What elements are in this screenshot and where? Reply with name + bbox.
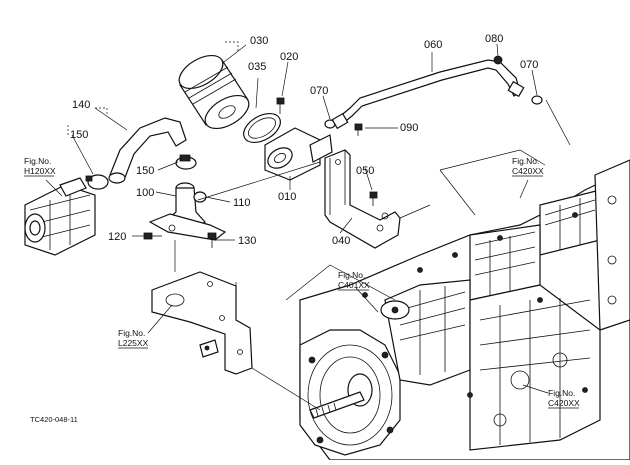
fig-ref-c420-bottom: Fig.No. C420XX xyxy=(548,388,580,409)
svg-text:C401XX: C401XX xyxy=(338,280,370,290)
svg-text:C420XX: C420XX xyxy=(512,166,544,176)
pipe-060 xyxy=(331,59,525,130)
leader-lines xyxy=(45,41,571,411)
svg-text:C420XX: C420XX xyxy=(548,398,580,408)
callout-010: 010 xyxy=(278,191,296,203)
svg-text:Fig.No.: Fig.No. xyxy=(338,270,365,280)
svg-text:H120XX: H120XX xyxy=(24,166,56,176)
svg-text:Fig.No.: Fig.No. xyxy=(512,156,539,166)
callout-labels: 030 035 020 070 060 080 070 090 050 010 … xyxy=(70,33,538,247)
callout-150-right: 150 xyxy=(136,165,154,177)
callout-130: 130 xyxy=(238,235,256,247)
transmission-housing xyxy=(299,159,630,461)
callout-120: 120 xyxy=(108,231,126,243)
bracket-040 xyxy=(324,149,401,249)
callout-035: 035 xyxy=(248,61,266,73)
callout-070-right: 070 xyxy=(520,59,538,71)
callout-020: 020 xyxy=(280,51,298,63)
filter-head xyxy=(264,127,333,181)
bolt-130 xyxy=(207,232,217,248)
banjo-bolt-080 xyxy=(493,55,503,65)
callout-050: 050 xyxy=(356,165,374,177)
fig-ref-l225: Fig.No. L225XX xyxy=(118,328,149,349)
callout-110: 110 xyxy=(233,197,251,209)
hose-clamp-150-right xyxy=(175,154,197,170)
drawing-code: TC420-048-11 xyxy=(30,415,78,424)
plate-l225 xyxy=(151,271,253,375)
fitting-100 xyxy=(148,182,227,241)
callout-060: 060 xyxy=(424,39,442,51)
fig-ref-h120: Fig.No. H120XX xyxy=(24,156,56,177)
callout-100: 100 xyxy=(136,187,154,199)
callout-080: 080 xyxy=(485,33,503,45)
o-ring-070-right xyxy=(531,95,543,105)
callout-030: 030 xyxy=(250,35,268,47)
bolt-120 xyxy=(143,232,162,240)
svg-text:Fig.No.: Fig.No. xyxy=(118,328,145,338)
svg-text:Fig.No.: Fig.No. xyxy=(24,156,51,166)
callout-140: 140 xyxy=(72,99,90,111)
callout-040: 040 xyxy=(332,235,350,247)
filter-gasket xyxy=(243,112,281,144)
bolt-050 xyxy=(369,191,378,206)
oil-filter xyxy=(178,54,250,130)
svg-text:L225XX: L225XX xyxy=(118,338,149,348)
hydraulic-pump xyxy=(24,177,96,256)
bolt-020 xyxy=(276,97,285,114)
fig-ref-c401: Fig.No. C401XX xyxy=(338,270,370,291)
hose-clamp-150-left xyxy=(85,174,109,190)
fig-ref-c420-top: Fig.No. C420XX xyxy=(512,156,544,177)
hose-140 xyxy=(108,117,187,184)
bolt-090 xyxy=(354,123,363,136)
svg-text:Fig.No.: Fig.No. xyxy=(548,388,575,398)
o-ring-110 xyxy=(193,191,207,203)
callout-070-left: 070 xyxy=(310,85,328,97)
callout-090: 090 xyxy=(400,122,418,134)
callout-150-left: 150 xyxy=(70,129,88,141)
